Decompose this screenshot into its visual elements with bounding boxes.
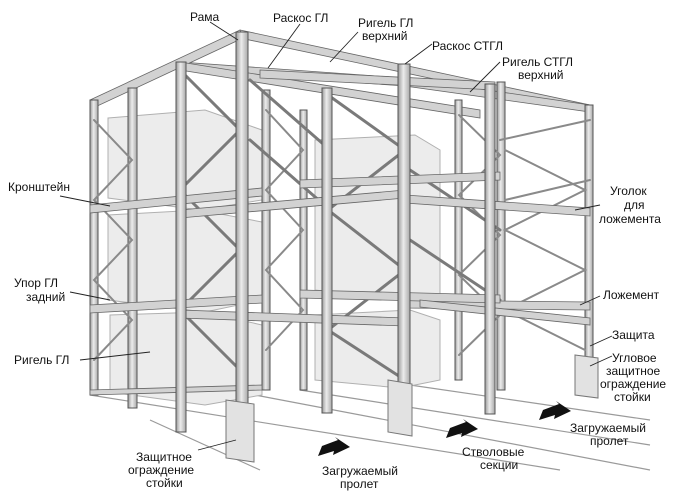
label-ugolok-3: ложемента (599, 212, 661, 226)
back-uprights (89, 81, 594, 409)
label-zaschitnoe-1: Защитное (136, 450, 192, 464)
label-uglovoe-1: Угловое (612, 351, 657, 365)
arrow-loading-left (318, 437, 350, 456)
bag-mid-right (314, 134, 441, 301)
upright-back-left-2 (127, 87, 138, 409)
label-zagr-right-1: Загружаемый (570, 421, 646, 435)
label-ugolok-2: для (624, 198, 645, 212)
label-zagr-right-2: пролет (590, 434, 629, 448)
label-kronshtein: Кронштейн (8, 180, 70, 194)
label-upor-1: Упор ГЛ (14, 276, 58, 290)
label-uglovoe-2: защитное (606, 364, 661, 378)
floor-lines (89, 384, 651, 471)
label-uglovoe-4: стойки (614, 390, 651, 404)
leader-lines (59, 21, 613, 451)
label-upor-2: задний (26, 290, 65, 304)
arrow-trunk-sections (446, 419, 478, 438)
upright-front-right (484, 83, 496, 415)
arrow-loading-right (539, 401, 571, 420)
upright-back-far-right (584, 104, 594, 381)
label-uglovoe-3: ограждение (600, 377, 666, 391)
labels: Рама Раскос ГЛ Ригель ГЛ верхний Раскос … (8, 10, 666, 491)
upright-back-mid-2 (299, 109, 308, 391)
label-zagr-left-1: Загружаемый (322, 464, 398, 478)
upright-front-mid-2 (397, 63, 411, 415)
label-ugolok-1: Уголок (610, 184, 647, 198)
upright-back-right-2 (496, 81, 506, 391)
label-zaschita: Защита (612, 328, 655, 342)
upright-front-mid-1 (321, 87, 333, 414)
load-arrows (318, 401, 571, 456)
column-guards (225, 354, 599, 463)
front-uprights (175, 31, 496, 438)
label-rama: Рама (190, 10, 220, 24)
label-raskos-stgl: Раскос СТГЛ (432, 39, 503, 53)
label-zaschitnoe-3: стойки (146, 476, 183, 490)
label-rigel-gl-verh-1: Ригель ГЛ (358, 16, 413, 30)
label-rigel-gl-verh-2: верхний (362, 29, 408, 43)
label-rigel-stgl-verh-1: Ригель СТГЛ (502, 55, 573, 69)
upright-front-left-1 (175, 61, 187, 433)
upright-back-left (89, 99, 99, 396)
label-zagr-left-2: пролет (340, 477, 379, 491)
guard-corner-right (574, 354, 599, 399)
label-rigel-gl: Ригель ГЛ (14, 353, 69, 367)
upright-back-mid (261, 89, 271, 391)
label-raskos-gl: Раскос ГЛ (273, 11, 328, 25)
label-stvol-1: Стволовые (462, 445, 525, 459)
upright-front-left-2 (235, 31, 249, 438)
label-rigel-stgl-verh-2: верхний (518, 68, 564, 82)
label-lozhement: Ложемент (603, 288, 660, 302)
guard-front-mid (387, 379, 413, 437)
label-stvol-2: секции (480, 458, 518, 472)
label-zaschitnoe-2: ограждение (128, 463, 194, 477)
lodgement-rail (419, 299, 591, 326)
guard-front-left (225, 399, 255, 463)
upright-back-right-1 (454, 99, 463, 381)
